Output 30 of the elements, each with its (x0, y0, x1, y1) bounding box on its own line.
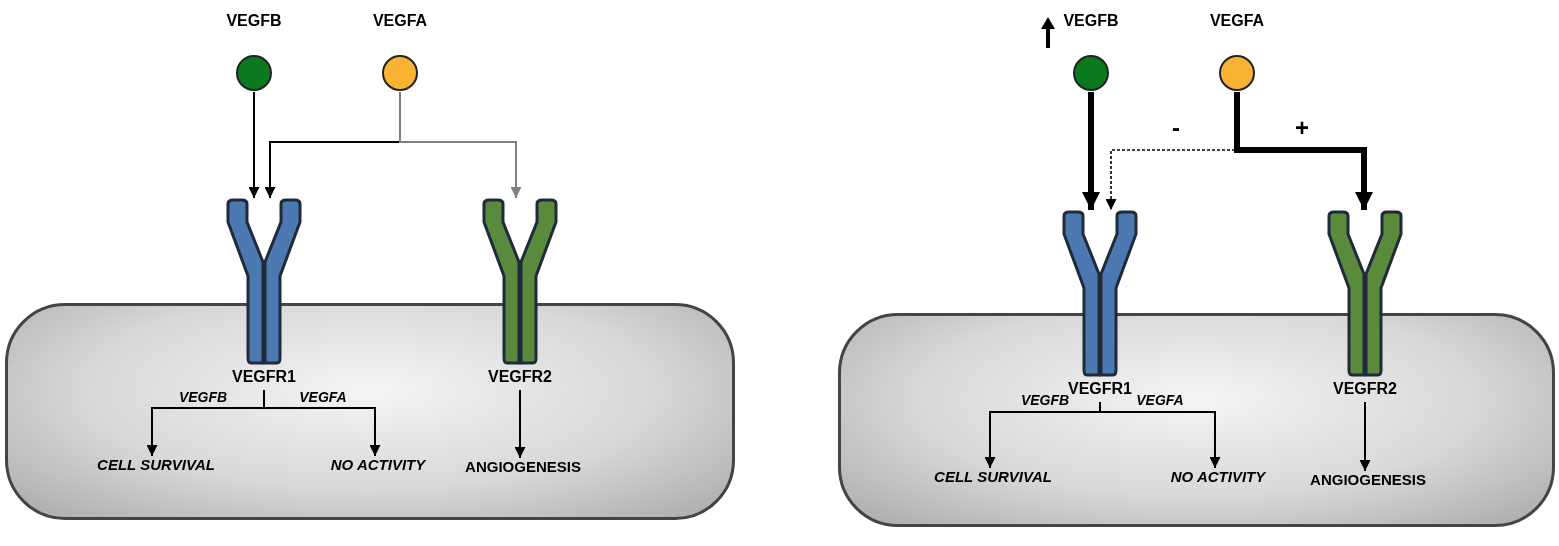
outcome-label: CELL SURVIVAL (97, 456, 215, 473)
arrow (1082, 92, 1100, 210)
receptor-label: VEGFR2 (488, 368, 552, 386)
cell-body (838, 313, 1555, 527)
receptor-label: VEGFR2 (1333, 380, 1397, 398)
cell-body (5, 303, 735, 520)
ligand-label: VEGFA (1209, 12, 1265, 30)
outcome-label: ANGIOGENESIS (465, 458, 581, 475)
arrow (399, 91, 522, 199)
edge-label: VEGFA (299, 389, 347, 405)
ligand-label: VEGFB (226, 12, 282, 30)
ligand-label: VEGFB (1063, 12, 1119, 30)
arrow (263, 389, 381, 457)
receptor-label: VEGFR1 (1068, 380, 1132, 397)
receptor-label: VEGFR1 (232, 368, 296, 386)
outcome-label: NO ACTIVITY (1170, 468, 1266, 485)
outcome-label: CELL SURVIVAL (934, 468, 1052, 485)
edge-label: VEGFB (178, 389, 228, 405)
edge-label: VEGFA (1136, 392, 1184, 408)
edge-label: VEGFB (1020, 392, 1070, 408)
arrow (514, 389, 526, 459)
ligand-label: VEGFA (372, 12, 428, 30)
edge-label: - (1172, 114, 1180, 142)
outcome-label: NO ACTIVITY (330, 456, 426, 473)
edge-label: + (1295, 114, 1309, 142)
arrow (1359, 401, 1371, 472)
outcome-label: ANGIOGENESIS (1310, 471, 1426, 488)
arrow (248, 91, 260, 199)
arrow (1234, 92, 1373, 210)
arrow (1099, 401, 1221, 469)
